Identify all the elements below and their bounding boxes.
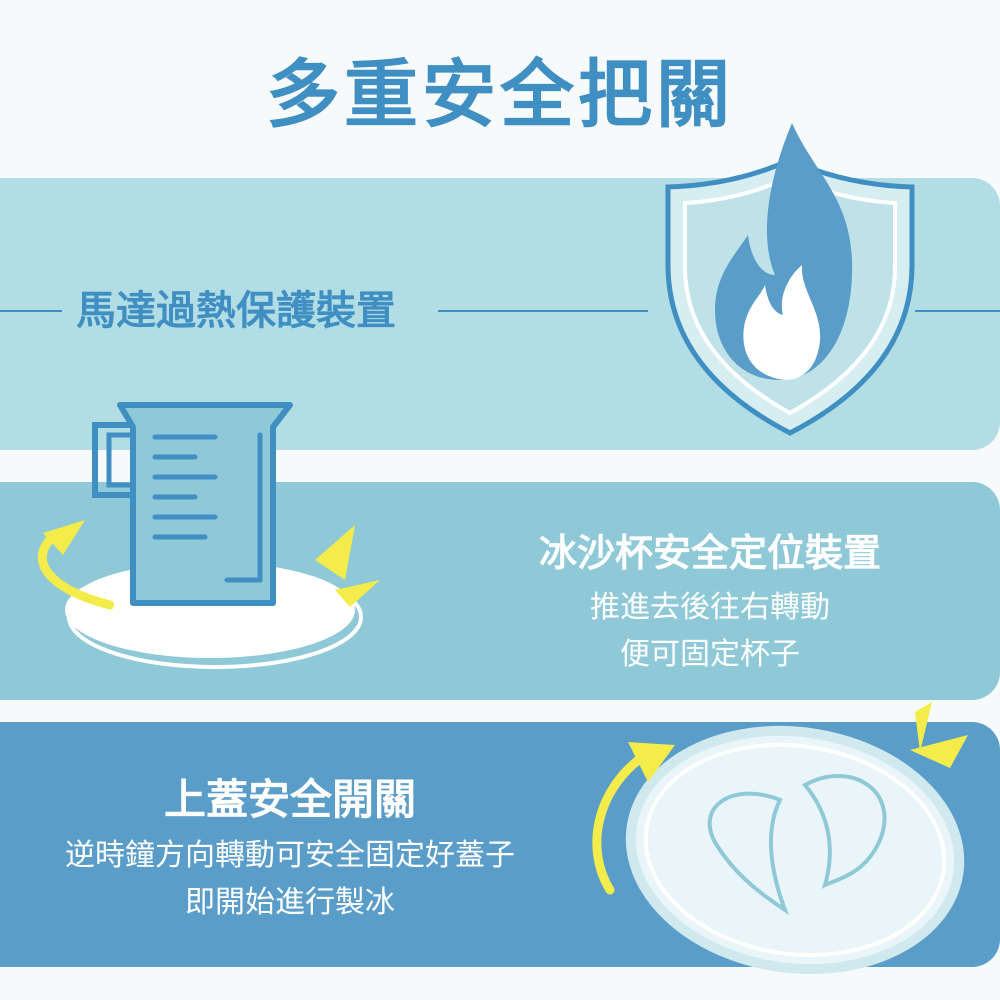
lid-icon	[592, 702, 968, 975]
text-line: 逆時鐘方向轉動可安全固定好蓋子	[65, 838, 515, 873]
section-heading-lid: 上蓋安全開關	[163, 775, 416, 824]
section-heading-cup: 冰沙杯安全定位裝置	[538, 531, 881, 575]
page-title: 多重安全把關	[266, 52, 734, 138]
text-line: 便可固定杯子	[620, 637, 800, 672]
blender-cup-icon	[38, 402, 380, 669]
divider-line	[915, 310, 1000, 312]
section-text-lid: 逆時鐘方向轉動可安全固定好蓋子 即開始進行製冰	[10, 832, 570, 926]
section-heading-motor: 馬達過熱保護裝置	[76, 288, 396, 334]
section-text-cup: 推進去後往右轉動 便可固定杯子	[500, 584, 920, 678]
divider-line	[0, 310, 62, 312]
flame-shield-icon	[665, 123, 915, 436]
divider-line	[438, 310, 648, 312]
text-line: 推進去後往右轉動	[590, 590, 830, 625]
text-line: 即開始進行製冰	[185, 885, 395, 920]
